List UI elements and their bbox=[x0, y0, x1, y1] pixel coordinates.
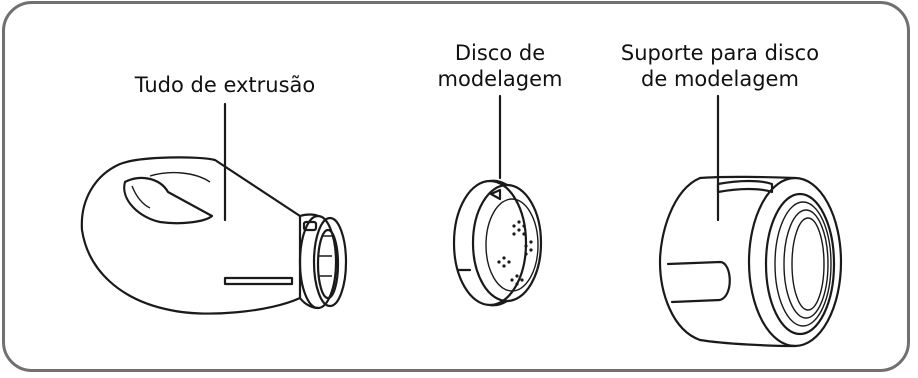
label-extrusion-tube: Tudo de extrusão bbox=[134, 73, 316, 97]
label-disc-holder-line2: de modelagem bbox=[641, 67, 799, 91]
extrusion-tube-drawing bbox=[80, 156, 348, 315]
label-shaping-disc-line2: modelagem bbox=[437, 67, 563, 91]
disc-holes bbox=[497, 220, 533, 286]
shaping-disc-drawing bbox=[452, 179, 543, 307]
disc-holder-drawing bbox=[658, 175, 843, 348]
diagram-frame bbox=[2, 1, 910, 372]
label-disc-holder: Suporte para disco de modelagem bbox=[600, 40, 840, 92]
label-disc-holder-line1: Suporte para disco bbox=[620, 41, 820, 65]
label-shaping-disc-line1: Disco de bbox=[454, 41, 546, 65]
label-shaping-disc: Disco de modelagem bbox=[415, 40, 585, 92]
